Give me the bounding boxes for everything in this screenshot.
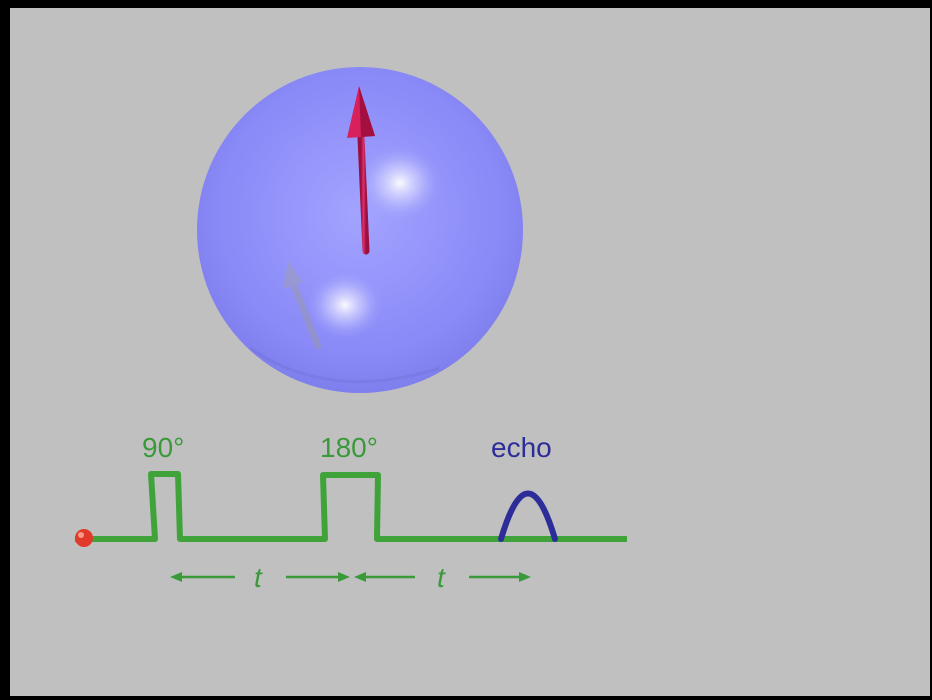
animation-stage: 90° 180° echo	[10, 8, 930, 696]
interval-2-label: t	[437, 562, 446, 593]
time-cursor-dot-icon	[75, 529, 93, 547]
interval-arrows	[170, 572, 531, 582]
faded-reflection-arrow-icon	[283, 261, 322, 350]
bloch-sphere-icon	[197, 67, 523, 393]
echo-label: echo	[491, 432, 552, 463]
echo-curve	[498, 490, 558, 542]
pulse-180-label: 180°	[320, 432, 378, 463]
magnetization-vector-arrow-icon	[347, 86, 375, 255]
pulse-sequence-line	[75, 471, 627, 542]
pulse-90-label: 90°	[142, 432, 184, 463]
spin-echo-diagram: 90° 180° echo	[75, 67, 627, 593]
interval-1-label: t	[254, 562, 263, 593]
